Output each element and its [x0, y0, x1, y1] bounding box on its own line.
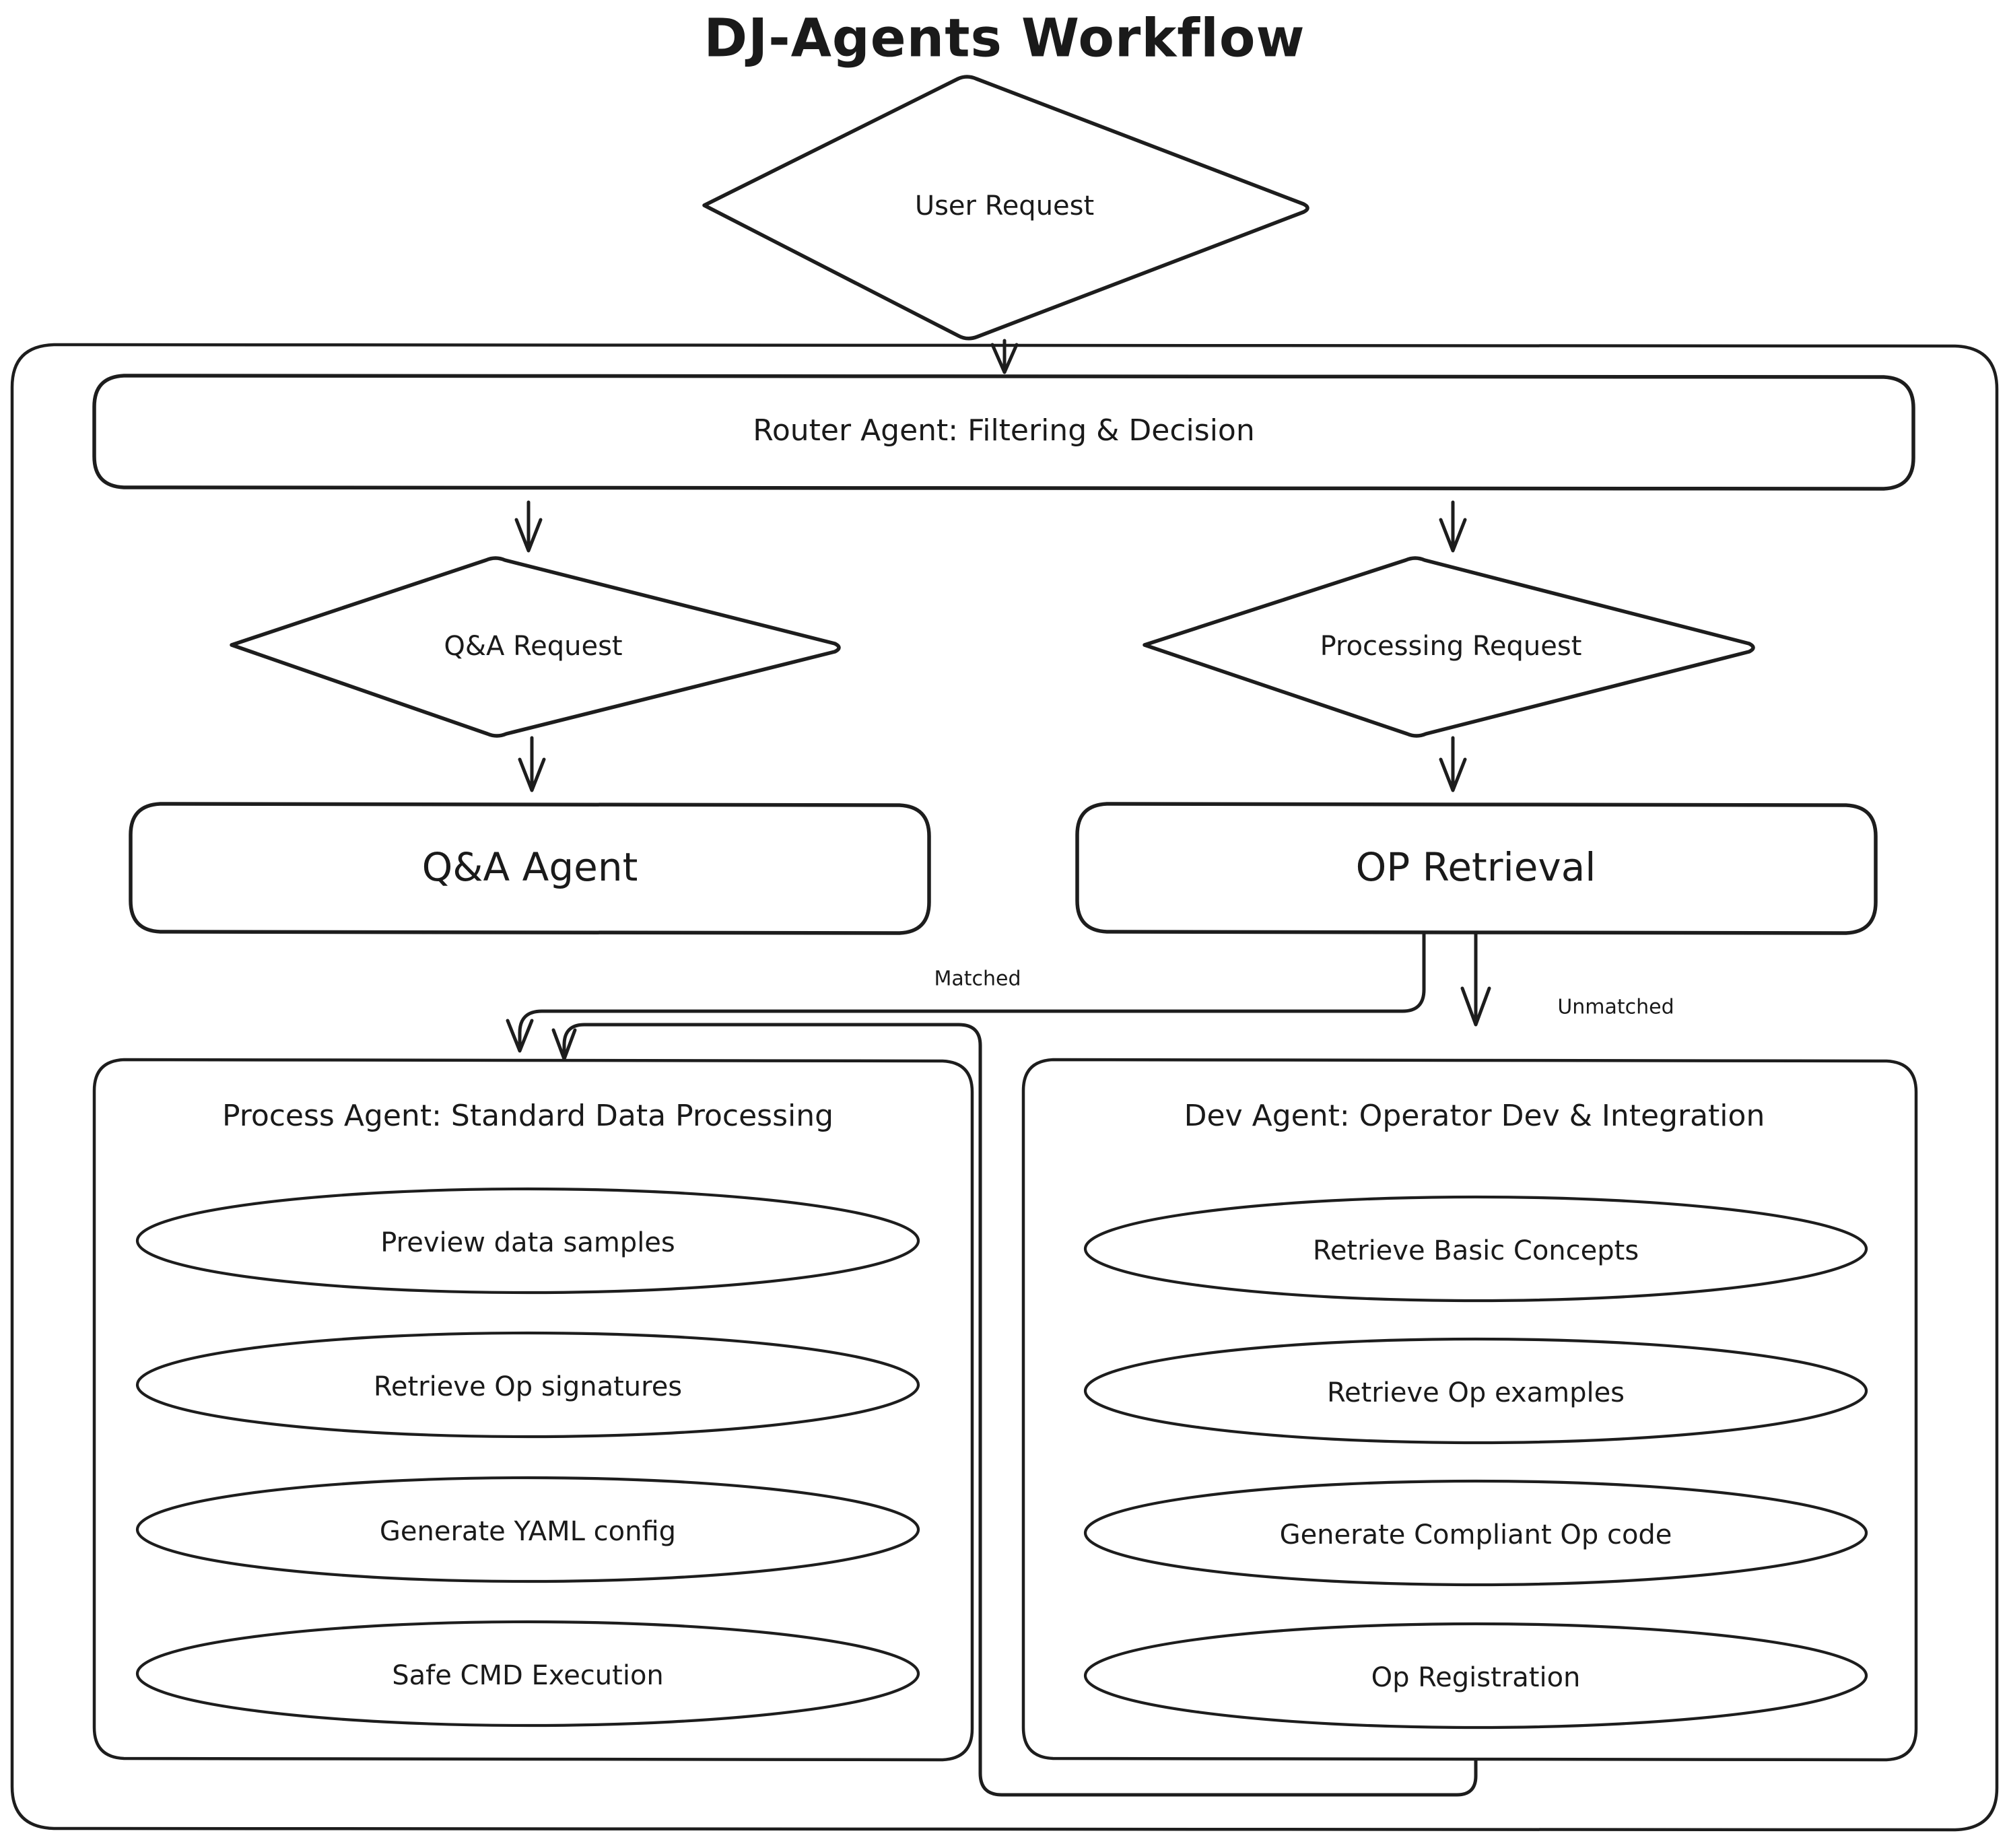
edge-router-to-processing-request — [1439, 500, 1467, 553]
page-title: DJ-Agents Workflow — [704, 8, 1305, 69]
dev-step-1[interactable]: Retrieve Op examples — [1083, 1337, 1868, 1445]
node-router-agent[interactable]: Router Agent: Filtering & Decision — [92, 374, 1915, 491]
process-step-2-label: Generate YAML config — [380, 1516, 676, 1547]
edge-label-unmatched: Unmatched — [1557, 996, 1674, 1019]
node-router-agent-label: Router Agent: Filtering & Decision — [753, 413, 1254, 448]
process-step-3[interactable]: Safe CMD Execution — [135, 1620, 920, 1727]
node-user-request[interactable]: User Request — [702, 75, 1309, 341]
node-processing-request-label: Processing Request — [1320, 631, 1582, 662]
dev-step-3-label: Op Registration — [1371, 1662, 1581, 1693]
process-step-0[interactable]: Preview data samples — [135, 1187, 920, 1295]
edge-processing-request-to-op-retrieval — [1439, 736, 1467, 792]
process-step-1[interactable]: Retrieve Op signatures — [135, 1331, 920, 1439]
subgraph-process-agent-title: Process Agent: Standard Data Processing — [222, 1099, 833, 1133]
subgraph-process-agent: Process Agent: Standard Data Processing — [92, 1058, 974, 1762]
node-op-retrieval-label: OP Retrieval — [1356, 844, 1596, 890]
process-step-0-label: Preview data samples — [380, 1227, 675, 1258]
node-qa-request-label: Q&A Request — [444, 631, 622, 662]
edge-label-matched: Matched — [934, 967, 1021, 991]
edge-unmatched: Unmatched — [1460, 932, 1674, 1027]
edge-router-to-qa-request — [514, 500, 543, 553]
node-op-retrieval[interactable]: OP Retrieval — [1075, 802, 1878, 935]
node-qa-request[interactable]: Q&A Request — [230, 556, 841, 738]
dev-step-2[interactable]: Generate Compliant Op code — [1083, 1479, 1868, 1587]
edge-user-request-to-router — [990, 339, 1019, 374]
process-step-1-label: Retrieve Op signatures — [374, 1371, 682, 1402]
dev-step-3[interactable]: Op Registration — [1083, 1622, 1868, 1730]
node-processing-request[interactable]: Processing Request — [1143, 556, 1755, 738]
dev-step-2-label: Generate Compliant Op code — [1280, 1519, 1672, 1550]
edge-qa-request-to-qa-agent — [518, 736, 546, 792]
subgraph-dev-agent-title: Dev Agent: Operator Dev & Integration — [1184, 1099, 1765, 1133]
node-qa-agent[interactable]: Q&A Agent — [129, 802, 931, 935]
dev-step-1-label: Retrieve Op examples — [1327, 1377, 1625, 1408]
dev-step-0-label: Retrieve Basic Concepts — [1313, 1235, 1639, 1266]
node-qa-agent-label: Q&A Agent — [422, 844, 638, 890]
dev-step-0[interactable]: Retrieve Basic Concepts — [1083, 1195, 1868, 1303]
node-user-request-label: User Request — [915, 191, 1094, 221]
process-step-2[interactable]: Generate YAML config — [135, 1476, 920, 1583]
edge-matched: Matched — [506, 932, 1426, 1053]
subgraph-dev-agent: Dev Agent: Operator Dev & Integration — [1021, 1058, 1918, 1762]
process-step-3-label: Safe CMD Execution — [392, 1660, 664, 1691]
